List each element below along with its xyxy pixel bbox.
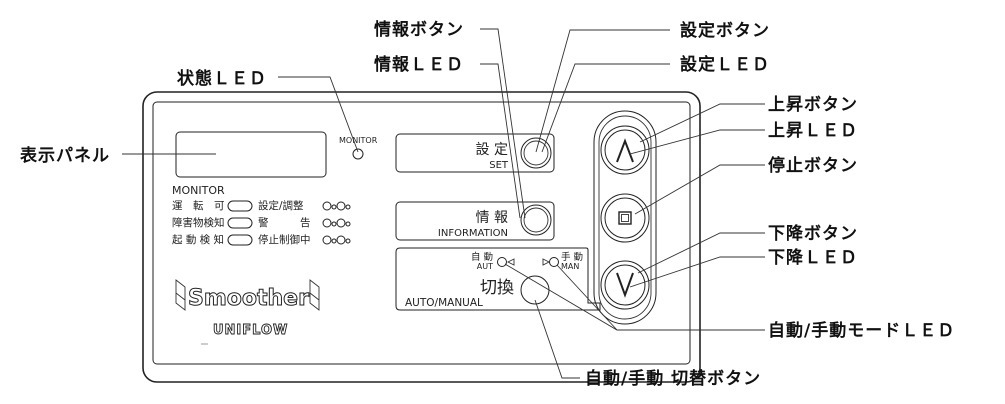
lift-control-group <box>593 110 657 325</box>
info-button[interactable] <box>520 204 552 236</box>
callout-set-led: 設定ＬＥＤ <box>680 54 770 75</box>
stop-square-icon <box>618 211 632 225</box>
callout-set-button: 設定ボタン <box>680 20 770 41</box>
monitor-led-small <box>331 238 337 244</box>
info-label-jp: 情 報 <box>476 210 508 226</box>
auto-arrow-icon <box>506 258 515 266</box>
switch-label-en: AUTO/MANUAL <box>405 297 483 309</box>
brand-name: Smoother <box>188 286 309 311</box>
monitor-row-left-label: 運 転 可 <box>172 200 225 212</box>
leader-up-led <box>629 129 765 155</box>
stop-button[interactable] <box>604 197 646 239</box>
panel-face <box>152 101 691 365</box>
callout-status-led: 状態ＬＥＤ <box>177 68 267 89</box>
mode-switch-frame <box>395 247 601 311</box>
status-led-label: MONITOR <box>339 136 378 145</box>
monitor-led <box>322 235 332 245</box>
leader-set-button <box>535 29 670 153</box>
callout-up-led: 上昇ＬＥＤ <box>768 121 858 141</box>
callout-stop-button: 停止ボタン <box>768 155 858 176</box>
monitor-row-left-label: 障害物検知 <box>172 216 225 229</box>
monitor-led-small <box>345 238 351 244</box>
monitor-row-right-label: 停止制御中 <box>258 233 311 246</box>
info-label-en: INFORMATION <box>438 228 508 239</box>
auto-led <box>497 257 507 267</box>
monitor-row: 障害物検知 警 告 <box>172 216 351 229</box>
up-arrow-icon <box>616 138 634 163</box>
monitor-led <box>322 218 332 228</box>
leader-mode-led-manual <box>556 264 618 331</box>
callout-down-button: 下降ボタン <box>768 223 858 244</box>
maker-logo: UNIFLOW <box>213 323 288 338</box>
set-button[interactable] <box>520 137 552 169</box>
leader-status-led <box>278 76 359 153</box>
set-button-frame <box>395 133 555 173</box>
callout-mode-switch-button: 自動/手動 切替ボタン <box>585 368 761 389</box>
monitor-indicator-lamp <box>227 234 253 246</box>
up-led-ring <box>600 125 650 175</box>
monitor-led-small <box>345 204 351 210</box>
callout-down-led: 下降ＬＥＤ <box>768 247 858 268</box>
logo-mark-left-icon <box>175 279 186 311</box>
manual-led <box>549 257 559 267</box>
switch-label-jp: 切換 <box>480 278 514 298</box>
monitor-led <box>336 201 346 211</box>
monitor-led-small <box>345 221 351 227</box>
manual-label-en: MAN <box>561 262 579 271</box>
leader-down-led <box>629 256 765 288</box>
monitor-led-small <box>331 204 337 210</box>
panel-housing <box>142 91 701 383</box>
monitor-led <box>336 235 346 245</box>
leader-down-button <box>637 232 765 274</box>
callout-mode-led: 自動/手動モードＬＥＤ <box>768 320 955 341</box>
callout-display-panel: 表示パネル <box>20 145 110 166</box>
display-panel <box>175 131 327 178</box>
leader-stop-button <box>634 164 765 215</box>
info-button-group: 情 報 INFORMATION <box>395 201 555 241</box>
callout-info-led: 情報ＬＥＤ <box>374 54 464 75</box>
leader-mode-switch <box>534 299 580 379</box>
set-label-en: SET <box>489 160 509 171</box>
info-button-frame <box>395 201 555 241</box>
monitor-row-right-label: 警 告 <box>258 216 311 229</box>
monitor-indicator-lamp <box>227 217 253 229</box>
monitor-led <box>336 218 346 228</box>
monitor-row: 起 動 検 知 停止制御中 <box>172 233 351 246</box>
down-led-ring <box>600 260 650 310</box>
stop-button-ring <box>600 193 650 243</box>
info-led-ring <box>523 207 549 233</box>
stop-square-inner-icon <box>621 214 629 222</box>
auto-label-jp: 自 動 <box>471 251 493 263</box>
logo-mark-right-icon <box>309 279 320 311</box>
callout-info-button: 情報ボタン <box>374 19 464 40</box>
status-led <box>352 148 364 160</box>
set-led-ring <box>523 140 549 166</box>
smoother-logo: Smoother <box>175 279 320 312</box>
monitor-row-right-label: 設定/調整 <box>258 199 304 212</box>
set-label-jp: 設 定 <box>476 142 508 158</box>
lift-capsule-inner <box>598 115 652 320</box>
auto-label-en: AUT <box>477 262 493 271</box>
leader-info-led <box>480 63 521 219</box>
set-button-group: 設 定 SET <box>395 133 555 173</box>
monitor-indicator-lamp <box>227 200 253 212</box>
manual-arrow-icon <box>542 258 551 266</box>
monitor-row: 運 転 可 設定/調整 <box>172 199 351 212</box>
lift-capsule-outer <box>593 110 657 325</box>
leader-info-button <box>480 28 526 219</box>
leader-up-button <box>639 103 765 143</box>
leader-lines <box>122 28 765 379</box>
manual-label-jp: 手 動 <box>561 251 583 263</box>
monitor-section-title: MONITOR <box>172 184 225 197</box>
monitor-row-left-label: 起 動 検 知 <box>172 233 224 246</box>
mode-switch-group: 自 動 AUT 手 動 MAN 切換 AUTO/MANUAL <box>395 247 601 311</box>
monitor-led-small <box>331 221 337 227</box>
leader-set-led <box>541 63 670 153</box>
down-button[interactable] <box>604 264 646 306</box>
callout-up-button: 上昇ボタン <box>768 95 858 115</box>
down-arrow-icon <box>616 272 634 298</box>
monitor-led <box>322 201 332 211</box>
